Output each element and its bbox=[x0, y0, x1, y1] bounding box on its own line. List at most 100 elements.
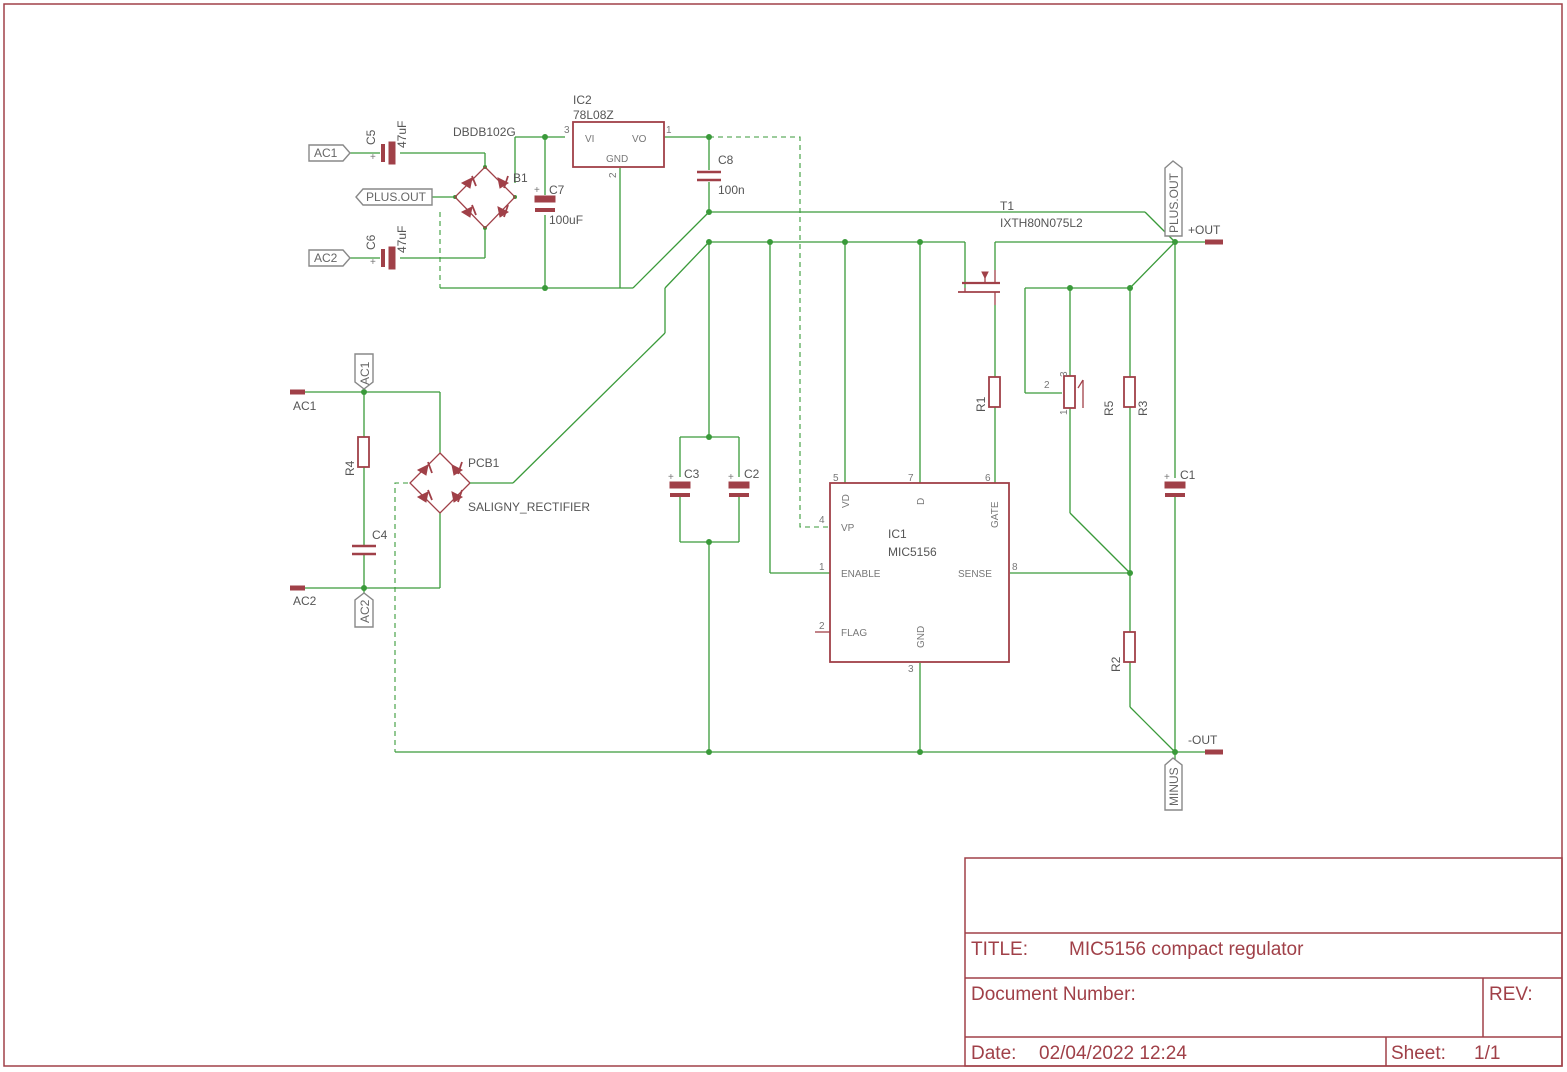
svg-text:GND: GND bbox=[916, 626, 927, 648]
svg-text:+: + bbox=[370, 152, 376, 163]
svg-text:2: 2 bbox=[1044, 380, 1050, 391]
bridge-rectifier-b1: DBDB102G B1 bbox=[453, 125, 528, 229]
svg-text:8: 8 bbox=[1012, 562, 1018, 573]
svg-text:R1: R1 bbox=[974, 396, 988, 412]
svg-text:4: 4 bbox=[819, 515, 825, 526]
svg-text:PLUS.OUT: PLUS.OUT bbox=[1167, 172, 1181, 233]
svg-text:IXTH80N075L2: IXTH80N075L2 bbox=[1000, 216, 1083, 230]
port-ac2-vertical: AC2 bbox=[354, 592, 374, 628]
port-ac2-left: AC2 bbox=[308, 249, 351, 267]
svg-text:+: + bbox=[370, 257, 376, 268]
svg-text:-OUT: -OUT bbox=[1188, 733, 1218, 747]
svg-text:GATE: GATE bbox=[990, 501, 1001, 528]
supply-ac2: AC2 bbox=[290, 585, 317, 608]
svg-text:1: 1 bbox=[666, 125, 672, 136]
port-ac1-left: AC1 bbox=[308, 144, 351, 162]
svg-text:+: + bbox=[534, 185, 540, 196]
svg-text:AC1: AC1 bbox=[358, 361, 372, 385]
svg-text:C5: C5 bbox=[364, 129, 378, 145]
svg-text:+: + bbox=[1164, 472, 1170, 483]
controller-ic1: IC1 MIC5156 VD D GATE VP ENABLE SENSE FL… bbox=[815, 473, 1018, 675]
svg-text:C7: C7 bbox=[549, 183, 565, 197]
svg-text:C3: C3 bbox=[684, 467, 700, 481]
svg-text:3: 3 bbox=[908, 664, 914, 675]
svg-text:R2: R2 bbox=[1109, 656, 1123, 672]
rev-label: REV: bbox=[1489, 984, 1533, 1005]
svg-text:+OUT: +OUT bbox=[1188, 223, 1221, 237]
svg-text:FLAG: FLAG bbox=[841, 628, 867, 639]
svg-text:SENSE: SENSE bbox=[958, 569, 992, 580]
svg-text:78L08Z: 78L08Z bbox=[573, 108, 614, 122]
supply-plus-out: +OUT bbox=[1188, 223, 1223, 245]
date-label: Date: bbox=[971, 1043, 1016, 1064]
svg-text:R4: R4 bbox=[343, 460, 357, 476]
mosfet-t1: T1 IXTH80N075L2 bbox=[958, 199, 1083, 305]
svg-text:5: 5 bbox=[833, 473, 839, 484]
svg-text:7: 7 bbox=[908, 473, 914, 484]
rectifier-pcb1: PCB1 SALIGNY_RECTIFIER bbox=[409, 452, 590, 514]
svg-text:47uF: 47uF bbox=[395, 121, 409, 148]
svg-text:6: 6 bbox=[985, 473, 991, 484]
svg-text:C1: C1 bbox=[1180, 468, 1196, 482]
svg-text:VP: VP bbox=[841, 523, 855, 534]
supply-ac1: AC1 bbox=[290, 389, 317, 413]
svg-text:PLUS.OUT: PLUS.OUT bbox=[366, 190, 427, 204]
svg-text:C8: C8 bbox=[718, 153, 734, 167]
capacitor-c8: C8 100n bbox=[697, 153, 745, 197]
svg-text:IC1: IC1 bbox=[888, 527, 907, 541]
svg-text:1: 1 bbox=[1059, 409, 1070, 415]
svg-text:C6: C6 bbox=[364, 234, 378, 250]
port-minus: MINUS bbox=[1164, 757, 1183, 811]
wires bbox=[290, 136, 1205, 765]
sheet-frame bbox=[3, 3, 1563, 1067]
regulator-ic2: IC2 78L08Z VI VO GND 3 1 2 bbox=[564, 93, 672, 178]
svg-text:IC2: IC2 bbox=[573, 93, 592, 107]
svg-text:PCB1: PCB1 bbox=[468, 456, 500, 470]
resistor-r2: R2 bbox=[1109, 631, 1136, 672]
title-block: TITLE: MIC5156 compact regulator Documen… bbox=[964, 857, 1563, 1067]
svg-text:3: 3 bbox=[1059, 371, 1070, 377]
svg-text:100uF: 100uF bbox=[549, 213, 583, 227]
svg-text:1: 1 bbox=[819, 562, 825, 573]
capacitor-c4: C4 bbox=[352, 528, 388, 556]
svg-text:AC2: AC2 bbox=[293, 594, 317, 608]
title-label: TITLE: bbox=[971, 939, 1028, 960]
svg-text:GND: GND bbox=[606, 154, 628, 165]
port-plus-out-right: PLUS.OUT bbox=[1164, 160, 1183, 237]
svg-text:AC1: AC1 bbox=[314, 146, 338, 160]
capacitor-c5: + C5 47uF bbox=[364, 121, 409, 165]
capacitor-c7: + C7 100uF bbox=[534, 183, 583, 227]
title-value: MIC5156 compact regulator bbox=[1069, 939, 1304, 960]
dashed-wires bbox=[394, 136, 830, 752]
capacitor-c1: + C1 bbox=[1164, 468, 1196, 497]
resistor-r1: R1 bbox=[974, 376, 1001, 412]
svg-text:SALIGNY_RECTIFIER: SALIGNY_RECTIFIER bbox=[468, 500, 590, 514]
svg-text:MINUS: MINUS bbox=[1167, 767, 1181, 806]
svg-text:T1: T1 bbox=[1000, 199, 1014, 213]
svg-text:D: D bbox=[916, 498, 927, 505]
supply-minus-out: -OUT bbox=[1188, 733, 1223, 755]
document-number-label: Document Number: bbox=[971, 984, 1136, 1005]
svg-text:2: 2 bbox=[608, 172, 619, 178]
svg-text:C2: C2 bbox=[744, 467, 760, 481]
svg-text:100n: 100n bbox=[718, 183, 745, 197]
capacitor-c2: + C2 bbox=[728, 467, 760, 497]
svg-text:3: 3 bbox=[564, 125, 570, 136]
sheet-value: 1/1 bbox=[1474, 1043, 1500, 1064]
resistor-r3: R3 R5 bbox=[1102, 376, 1150, 416]
date-value: 02/04/2022 12:24 bbox=[1039, 1043, 1187, 1064]
trimmer: 2 3 1 bbox=[1044, 371, 1084, 415]
capacitor-c3: + C3 bbox=[668, 467, 700, 497]
svg-text:VI: VI bbox=[585, 134, 594, 145]
svg-text:AC1: AC1 bbox=[293, 399, 317, 413]
resistor-r4: R4 bbox=[343, 436, 370, 476]
svg-text:AC2: AC2 bbox=[314, 251, 338, 265]
svg-text:R5: R5 bbox=[1102, 400, 1116, 416]
svg-text:R3: R3 bbox=[1136, 400, 1150, 416]
svg-text:B1: B1 bbox=[513, 171, 528, 185]
svg-text:MIC5156: MIC5156 bbox=[888, 545, 937, 559]
svg-text:ENABLE: ENABLE bbox=[841, 569, 881, 580]
capacitor-c6: + C6 47uF bbox=[364, 226, 409, 270]
svg-text:VO: VO bbox=[632, 134, 647, 145]
